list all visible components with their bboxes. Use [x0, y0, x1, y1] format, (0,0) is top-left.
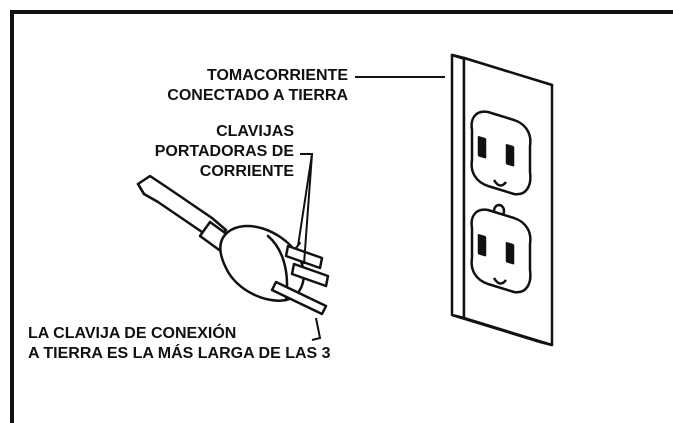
outlet-label-line-2: CONECTADO A TIERRA: [167, 87, 348, 104]
ground-pin-leader: [311, 317, 322, 341]
wall-outlet: [450, 53, 554, 347]
outlet-label: TOMACORRIENTE CONECTADO A TIERRA: [138, 66, 348, 106]
blades-label-line-3: CORRIENTE: [199, 163, 294, 180]
plug-with-cord: [136, 174, 330, 316]
blades-leader: [297, 153, 314, 247]
outlet-label-line-1: TOMACORRIENTE: [206, 67, 348, 84]
blades-label-line-2: PORTADORAS DE: [154, 143, 294, 160]
blades-label-line-1: CLAVIJAS: [216, 123, 294, 140]
ground-pin-label-line-1: LA CLAVIJA DE CONEXIÓN: [28, 325, 237, 342]
ground-pin-label-line-2: A TIERRA ES LA MÁS LARGA DE LAS 3: [28, 345, 331, 362]
blades-leader-2: [303, 153, 313, 265]
diagram-frame: [10, 10, 673, 423]
blades-label: CLAVIJAS PORTADORAS DE CORRIENTE: [100, 122, 294, 182]
ground-pin-label: LA CLAVIJA DE CONEXIÓN A TIERRA ES LA MÁ…: [28, 324, 331, 364]
leader-lines: [297, 76, 445, 341]
